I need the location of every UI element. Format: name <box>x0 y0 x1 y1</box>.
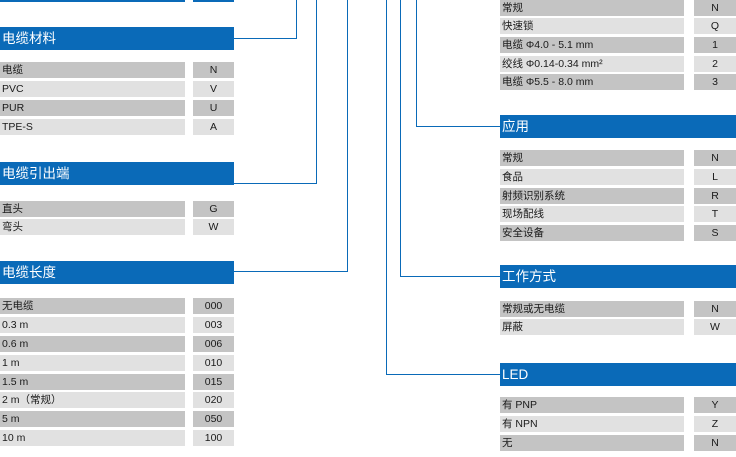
option-label: 现场配线 <box>500 206 684 222</box>
option-code: Y <box>694 397 736 413</box>
option-row: 快速锁 Q <box>500 18 736 34</box>
option-label: 0.6 m <box>0 336 185 352</box>
option-row: 电缆 Φ4.0 - 5.1 mm 1 <box>500 37 736 53</box>
option-row: TPE-S A <box>0 119 234 135</box>
option-code: Z <box>694 416 736 432</box>
option-code: 3 <box>694 74 736 90</box>
option-row: 安全设备 S <box>500 225 736 241</box>
option-code: 006 <box>193 336 234 352</box>
option-row: 常规 N <box>500 150 736 166</box>
option-row: 1.5 m 015 <box>0 374 234 390</box>
option-label: 5 m <box>0 411 185 427</box>
option-row: 2 m（常规） 020 <box>0 392 234 408</box>
option-label: 常规 <box>500 150 684 166</box>
option-label: 无电缆 <box>0 298 185 314</box>
option-code: Q <box>694 18 736 34</box>
option-code: 003 <box>193 317 234 333</box>
option-row: 绞线 Φ0.14-0.34 mm² 2 <box>500 56 736 72</box>
option-row: 10 m 100 <box>0 430 234 446</box>
option-label: 安全设备 <box>500 225 684 241</box>
option-code: N <box>694 301 736 317</box>
option-code: L <box>694 169 736 185</box>
option-code: 050 <box>193 411 234 427</box>
option-row: 有 NPN Z <box>500 416 736 432</box>
option-code: A <box>193 119 234 135</box>
option-row: 射频识别系统 R <box>500 188 736 204</box>
option-label: TPE-S <box>0 119 185 135</box>
option-label: 电缆 Φ4.0 - 5.1 mm <box>500 37 684 53</box>
option-code: 020 <box>193 392 234 408</box>
option-label: 射频识别系统 <box>500 188 684 204</box>
option-row: 食品 L <box>500 169 736 185</box>
section-title-cable-outlet: 电缆引出端 <box>0 162 234 185</box>
option-label: 有 NPN <box>500 416 684 432</box>
option-code: 100 <box>193 430 234 446</box>
option-label: 10 m <box>0 430 185 446</box>
option-code: U <box>193 100 234 116</box>
option-row: 常规 N <box>500 0 736 16</box>
option-code: T <box>694 206 736 222</box>
option-label: 1.5 m <box>0 374 185 390</box>
option-code: 2 <box>694 56 736 72</box>
option-row: 0.3 m 003 <box>0 317 234 333</box>
option-code: N <box>193 62 234 78</box>
option-code: N <box>694 435 736 451</box>
option-label: 绞线 Φ0.14-0.34 mm² <box>500 56 684 72</box>
option-label: 1 m <box>0 355 185 371</box>
option-row: PVC V <box>0 81 234 97</box>
option-label: 0.3 m <box>0 317 185 333</box>
option-label: 屏蔽 <box>500 319 684 335</box>
option-row: 弯头 W <box>0 219 234 235</box>
option-code: V <box>193 81 234 97</box>
section-title-cable-length: 电缆长度 <box>0 261 234 284</box>
option-code: S <box>694 225 736 241</box>
option-label: 直头 <box>0 201 185 217</box>
section-title-cable-material: 电缆材料 <box>0 27 234 50</box>
option-code: 010 <box>193 355 234 371</box>
option-code: 015 <box>193 374 234 390</box>
option-row: 电缆 N <box>0 62 234 78</box>
section-title-application: 应用 <box>500 115 736 138</box>
option-label: 常规或无电缆 <box>500 301 684 317</box>
option-label: 2 m（常规） <box>0 392 185 408</box>
option-row: 有 PNP Y <box>500 397 736 413</box>
option-label: PVC <box>0 81 185 97</box>
option-code: G <box>193 201 234 217</box>
option-row: 直头 G <box>0 201 234 217</box>
option-code: 000 <box>193 298 234 314</box>
option-row: 现场配线 T <box>500 206 736 222</box>
option-code: 1 <box>694 37 736 53</box>
option-label: 有 PNP <box>500 397 684 413</box>
option-label: 快速锁 <box>500 18 684 34</box>
option-code: N <box>694 150 736 166</box>
option-label: 电缆 Φ5.5 - 8.0 mm <box>500 74 684 90</box>
option-row: 屏蔽 W <box>500 319 736 335</box>
option-row: 电缆 Φ5.5 - 8.0 mm 3 <box>500 74 736 90</box>
option-row: 常规或无电缆 N <box>500 301 736 317</box>
option-code: W <box>694 319 736 335</box>
option-label: 常规 <box>500 0 684 16</box>
option-label: 无 <box>500 435 684 451</box>
section-title-led: LED <box>500 363 736 386</box>
option-code: N <box>694 0 736 16</box>
option-row: 1 m 010 <box>0 355 234 371</box>
option-label: 弯头 <box>0 219 185 235</box>
option-label: 食品 <box>500 169 684 185</box>
option-row: 0.6 m 006 <box>0 336 234 352</box>
section-title-operation-mode: 工作方式 <box>500 265 736 288</box>
option-row: PUR U <box>0 100 234 116</box>
option-label: PUR <box>0 100 185 116</box>
option-row: 无电缆 000 <box>0 298 234 314</box>
option-row: 5 m 050 <box>0 411 234 427</box>
option-label: 电缆 <box>0 62 185 78</box>
option-code: W <box>193 219 234 235</box>
option-code: R <box>694 188 736 204</box>
option-row: 无 N <box>500 435 736 451</box>
